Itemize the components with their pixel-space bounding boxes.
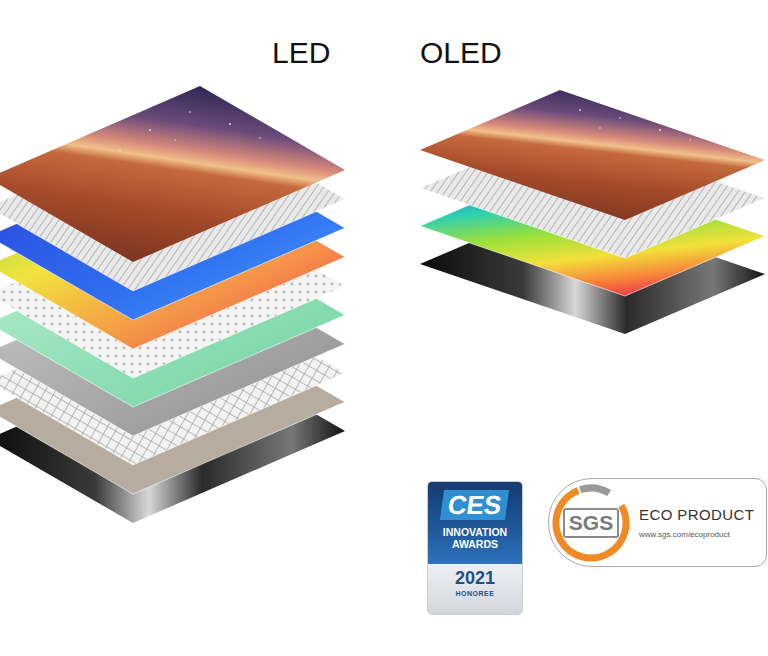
award-badge: CES INNOVATION AWARDS 2021HONOREE (428, 482, 522, 614)
award-status: HONOREE (456, 589, 495, 598)
award-name: INNOVATION AWARDS (439, 526, 511, 550)
certification-name: ECO PRODUCT (639, 506, 759, 524)
seal-text: ECO PRODUCT www.sgs.com/ecoproduct (633, 506, 759, 540)
stack-heading: LED (272, 36, 330, 70)
image-layer (0, 86, 345, 262)
stars (119, 111, 260, 151)
stack-heading: OLED (420, 36, 502, 70)
brand-mark: SGS (563, 508, 619, 538)
award-logo: CES (440, 490, 510, 520)
certification-badge: SGS ECO PRODUCT www.sgs.com/ecoproduct (548, 478, 767, 567)
certification-url: www.sgs.com/ecoproduct (639, 529, 759, 540)
seal-arc (549, 481, 633, 565)
seal-mark: SGS (549, 481, 633, 565)
led-stack (0, 86, 345, 523)
award-year: 2021 (455, 568, 495, 588)
stars (579, 109, 691, 141)
image-layer (420, 90, 765, 220)
seal-arc (549, 481, 633, 565)
oled-stack (420, 90, 765, 334)
